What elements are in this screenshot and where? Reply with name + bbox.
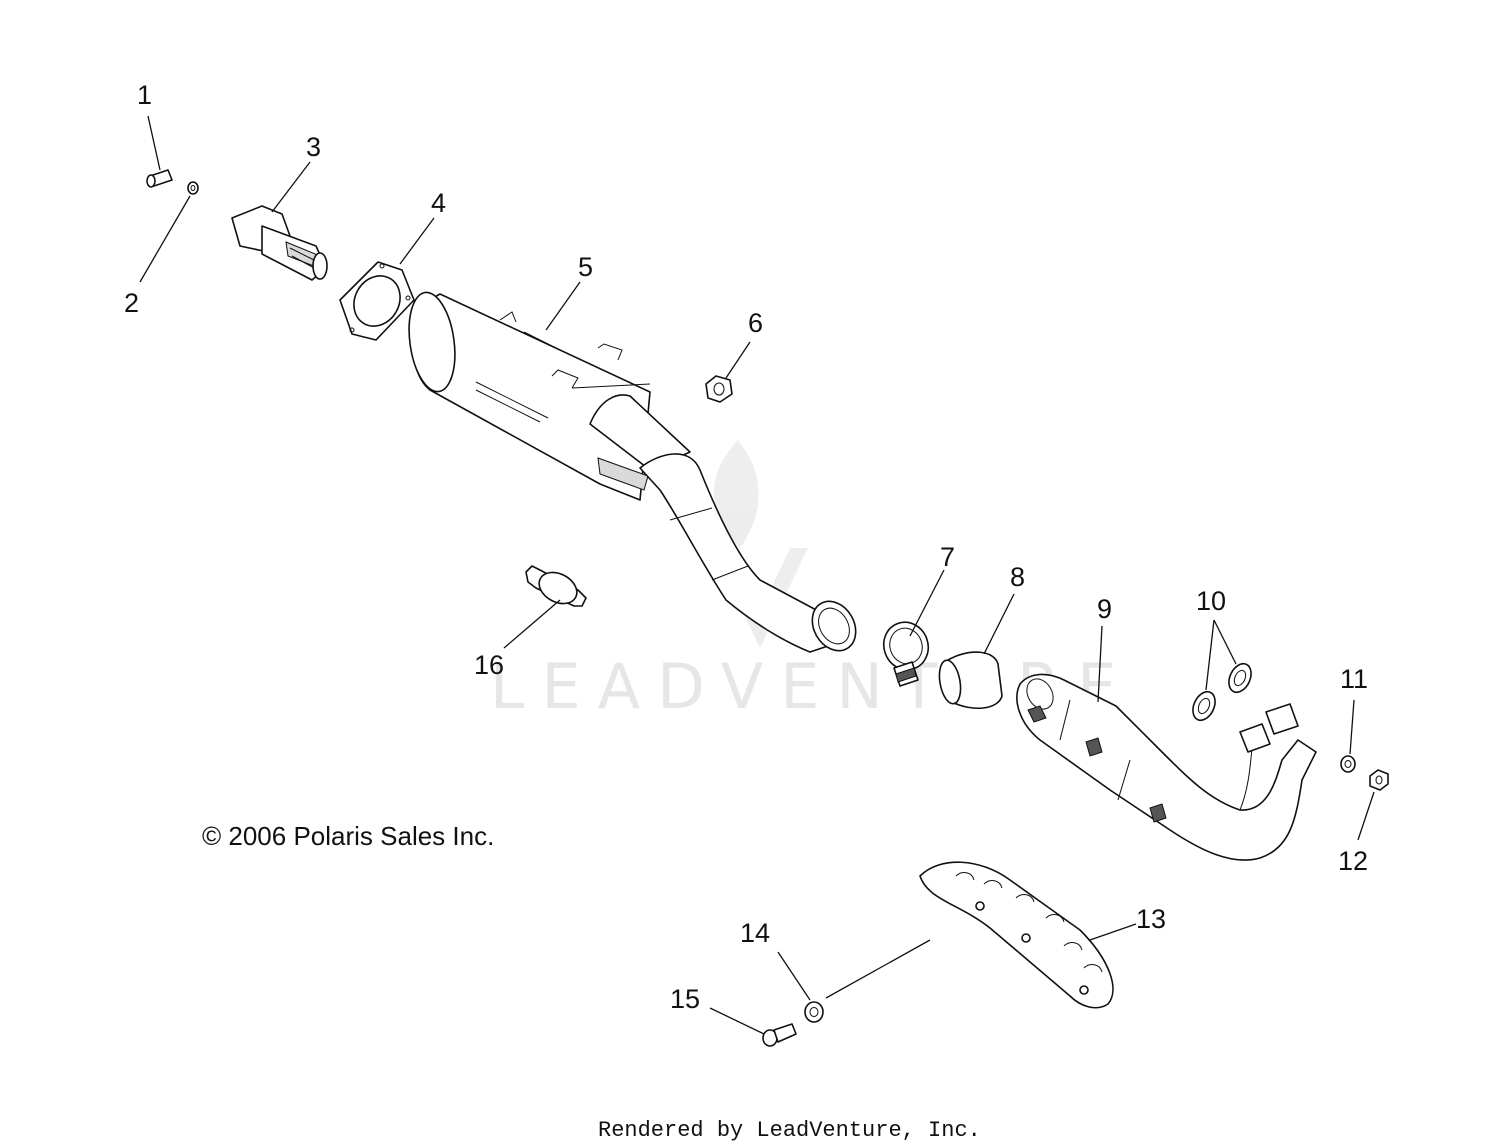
callout-2: 2 <box>124 288 139 318</box>
part-3-spark-arrestor[interactable] <box>231 205 328 281</box>
copyright-text: © 2006 Polaris Sales Inc. <box>202 821 494 851</box>
callout-4: 4 <box>431 188 446 218</box>
callout-10: 10 <box>1196 586 1226 616</box>
callout-11: 11 <box>1340 664 1368 694</box>
part-2-washer[interactable] <box>187 181 199 195</box>
callout-5: 5 <box>578 252 593 282</box>
part-15-screw[interactable] <box>762 1023 797 1047</box>
callout-1: 1 <box>137 80 152 110</box>
watermark-text: LEADVENTURE <box>490 650 1133 723</box>
callout-labels: 1 2 3 4 5 6 7 8 9 10 11 12 13 14 15 16 <box>124 80 1368 1014</box>
render-credit: Rendered by LeadVenture, Inc. <box>598 1118 981 1143</box>
leader-lines <box>139 115 1375 1035</box>
callout-8: 8 <box>1010 562 1025 592</box>
callout-15: 15 <box>670 984 700 1014</box>
part-7-clamp[interactable] <box>877 616 935 687</box>
leadventure-watermark: LEADVENTURE <box>490 440 1133 723</box>
callout-7: 7 <box>940 542 955 572</box>
callout-14: 14 <box>740 918 770 948</box>
part-10-gaskets[interactable] <box>1189 660 1256 724</box>
part-11-washer[interactable] <box>1340 755 1356 773</box>
callout-13: 13 <box>1136 904 1166 934</box>
part-6-nut[interactable] <box>705 375 733 403</box>
part-5-muffler[interactable] <box>403 289 864 658</box>
part-12-nut[interactable] <box>1369 769 1389 791</box>
part-8-sleeve[interactable] <box>936 651 1003 709</box>
part-1-bolt[interactable] <box>146 169 173 188</box>
part-16-grommet[interactable] <box>525 565 587 610</box>
part-4-gasket[interactable] <box>339 261 415 341</box>
callout-12: 12 <box>1338 846 1368 876</box>
callout-6: 6 <box>748 308 763 338</box>
callout-3: 3 <box>306 132 321 162</box>
callout-9: 9 <box>1097 594 1112 624</box>
part-14-lock-washer[interactable] <box>804 1001 824 1023</box>
part-9-header-pipe[interactable] <box>1016 673 1317 861</box>
callout-16: 16 <box>474 650 504 680</box>
part-13-heat-shield[interactable] <box>919 861 1114 1009</box>
